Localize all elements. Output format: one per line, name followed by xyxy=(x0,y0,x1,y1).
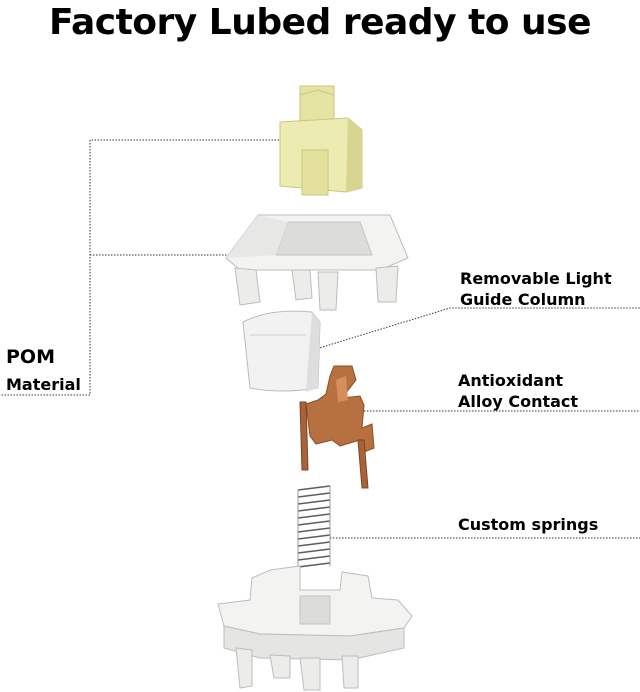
light-guide-label-line1: Removable Light xyxy=(460,269,612,288)
stem xyxy=(279,85,363,196)
contact-label-line2: Alloy Contact xyxy=(458,392,579,411)
contact-label-line1: Antioxidant xyxy=(458,371,563,390)
material-label-line1: POM xyxy=(6,346,55,368)
material-label-line2: Material xyxy=(6,375,81,394)
springs-label: Custom springs xyxy=(458,515,599,534)
light-guide-label-line2: Guide Column xyxy=(460,290,586,309)
bottom-housing xyxy=(217,565,413,691)
top-housing xyxy=(225,214,409,311)
contact-label: Antioxidant Alloy Contact xyxy=(458,370,578,412)
leader-lines xyxy=(0,139,640,539)
leader-light-guide xyxy=(279,307,640,361)
light-guide-label: Removable Light Guide Column xyxy=(460,268,612,310)
leader-pom xyxy=(0,139,300,396)
alloy-contact xyxy=(299,365,375,489)
light-guide-column xyxy=(242,310,321,392)
spring xyxy=(297,485,331,570)
page-title: Factory Lubed ready to use xyxy=(48,2,592,43)
